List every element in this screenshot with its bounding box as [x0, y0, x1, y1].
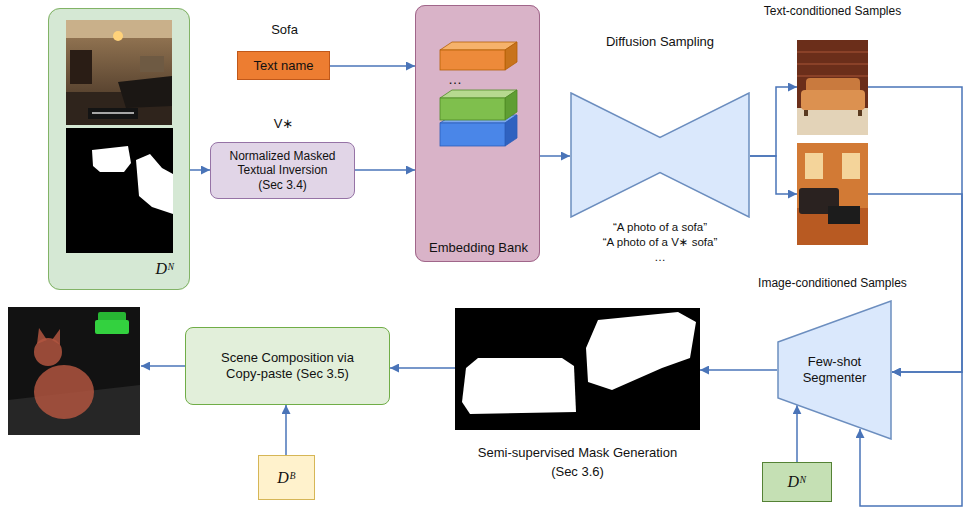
shape-fill [571, 93, 749, 217]
output-ground [8, 307, 140, 435]
sofa-leg [804, 110, 808, 116]
sample-image [797, 40, 868, 135]
box-label: Scene Composition via Copy-paste (Sec 3.… [205, 350, 370, 381]
dataset-symbol: Dᴮ [277, 468, 295, 487]
image-caption: Semi-supervised Mask Generation (Sec 3.6… [470, 444, 685, 482]
token-label: V∗ [201, 116, 366, 132]
sofa-seat [801, 90, 865, 110]
wood-stripe [797, 75, 868, 77]
flow-arrow [330, 65, 415, 67]
photo-rug-stripe [92, 112, 134, 114]
diffusion-model: Diffusion Sampling“A photo of a sofa”“A … [570, 92, 750, 218]
photo-doorway [70, 50, 92, 84]
mask-image-box: Semi-supervised Mask Generation (Sec 3.6… [455, 308, 700, 430]
output-cat-ear [52, 329, 60, 345]
sample-image-box: Image-conditioned Samples [797, 143, 868, 245]
photo-wall [66, 20, 172, 125]
process-box: Scene Composition via Copy-paste (Sec 3.… [185, 327, 390, 405]
bank-fill [415, 5, 540, 262]
composed-image [8, 307, 140, 435]
flow-arrow [700, 369, 777, 371]
prompt-text: “A photo of a V∗ sofa” [560, 236, 760, 250]
mask-blob [586, 312, 696, 390]
shape-outline [570, 92, 750, 218]
flow-arrow [540, 155, 570, 157]
class-word: Sofa [228, 22, 341, 38]
embedding-cuboid [440, 90, 517, 120]
dataset-box: Dᴺ [762, 462, 832, 502]
box-label: Text name [254, 58, 314, 74]
sample-floor [797, 108, 868, 135]
output-cat [34, 365, 94, 419]
cuboid-side [505, 115, 517, 146]
panel-fill [48, 8, 190, 290]
output-sofa [95, 320, 129, 334]
mask-ground [66, 128, 173, 253]
output-cat-ear [37, 328, 47, 344]
dataset-symbol: Dᴺ [145, 259, 185, 278]
flow-arrow [750, 87, 797, 156]
flow-arrow [285, 405, 287, 455]
embedding-bank: Embedding Bank [415, 5, 540, 262]
model-heading: Diffusion Sampling [580, 34, 740, 50]
image-caption: Text-conditioned Samples [747, 4, 918, 18]
flow-arrow [390, 367, 455, 369]
photo-rug [88, 108, 138, 119]
box-label: Normalized Masked Textual Inversion (Sec… [224, 149, 342, 192]
dataset-symbol: Dᴺ [788, 472, 807, 491]
dataset-panel: Dᴺ [48, 8, 190, 290]
sample-image [797, 143, 868, 245]
cuboid-front [440, 50, 505, 70]
wood-stripe [797, 51, 868, 53]
cuboid-top [440, 90, 517, 98]
prompt-text: “A photo of a sofa” [560, 221, 760, 235]
flow-arrow [190, 169, 210, 171]
segmenter-trapezoid: Few-shot Segmenter [777, 300, 892, 440]
photo-lamp [113, 31, 123, 41]
generated-mask [455, 308, 700, 430]
mask-blob [92, 146, 131, 172]
output-arrow [141, 365, 185, 367]
dataset-box: Dᴮ [258, 455, 315, 500]
sample-window [805, 153, 823, 179]
cuboid-side [505, 42, 517, 70]
sample-table [828, 206, 860, 224]
process-box: V∗Normalized Masked Textual Inversion (S… [210, 142, 355, 199]
cuboid-top [440, 42, 517, 50]
sample-wall [797, 40, 868, 135]
room-photo [66, 20, 172, 125]
mask-blob [462, 358, 576, 414]
flow-arrow [796, 405, 798, 462]
class-name-box: SofaText name [237, 51, 330, 80]
wood-stripe [797, 63, 868, 65]
photo-sofa [118, 76, 172, 108]
flow-arrow [355, 169, 415, 171]
embedding-cuboid [440, 42, 517, 70]
mask-blob [136, 154, 173, 214]
sample-window [842, 153, 860, 179]
shape-fill [778, 301, 891, 439]
box-label: Few-shot Segmenter [795, 354, 875, 385]
input-mask [66, 128, 173, 253]
cuboid-side [505, 90, 517, 120]
cuboid-front [440, 123, 505, 146]
flow-arrow [750, 156, 797, 194]
prompt-text: … [560, 251, 760, 265]
photo-frame [140, 56, 164, 72]
sample-wall [797, 143, 868, 245]
ellipsis-label: … [438, 71, 472, 88]
box-label: Embedding Bank [416, 240, 541, 256]
image-caption: Image-conditioned Samples [747, 276, 918, 290]
sofa-leg [858, 110, 862, 116]
mask-ground [455, 308, 700, 430]
cuboid-front [440, 98, 505, 120]
sample-image-box: Text-conditioned Samples [797, 40, 868, 135]
